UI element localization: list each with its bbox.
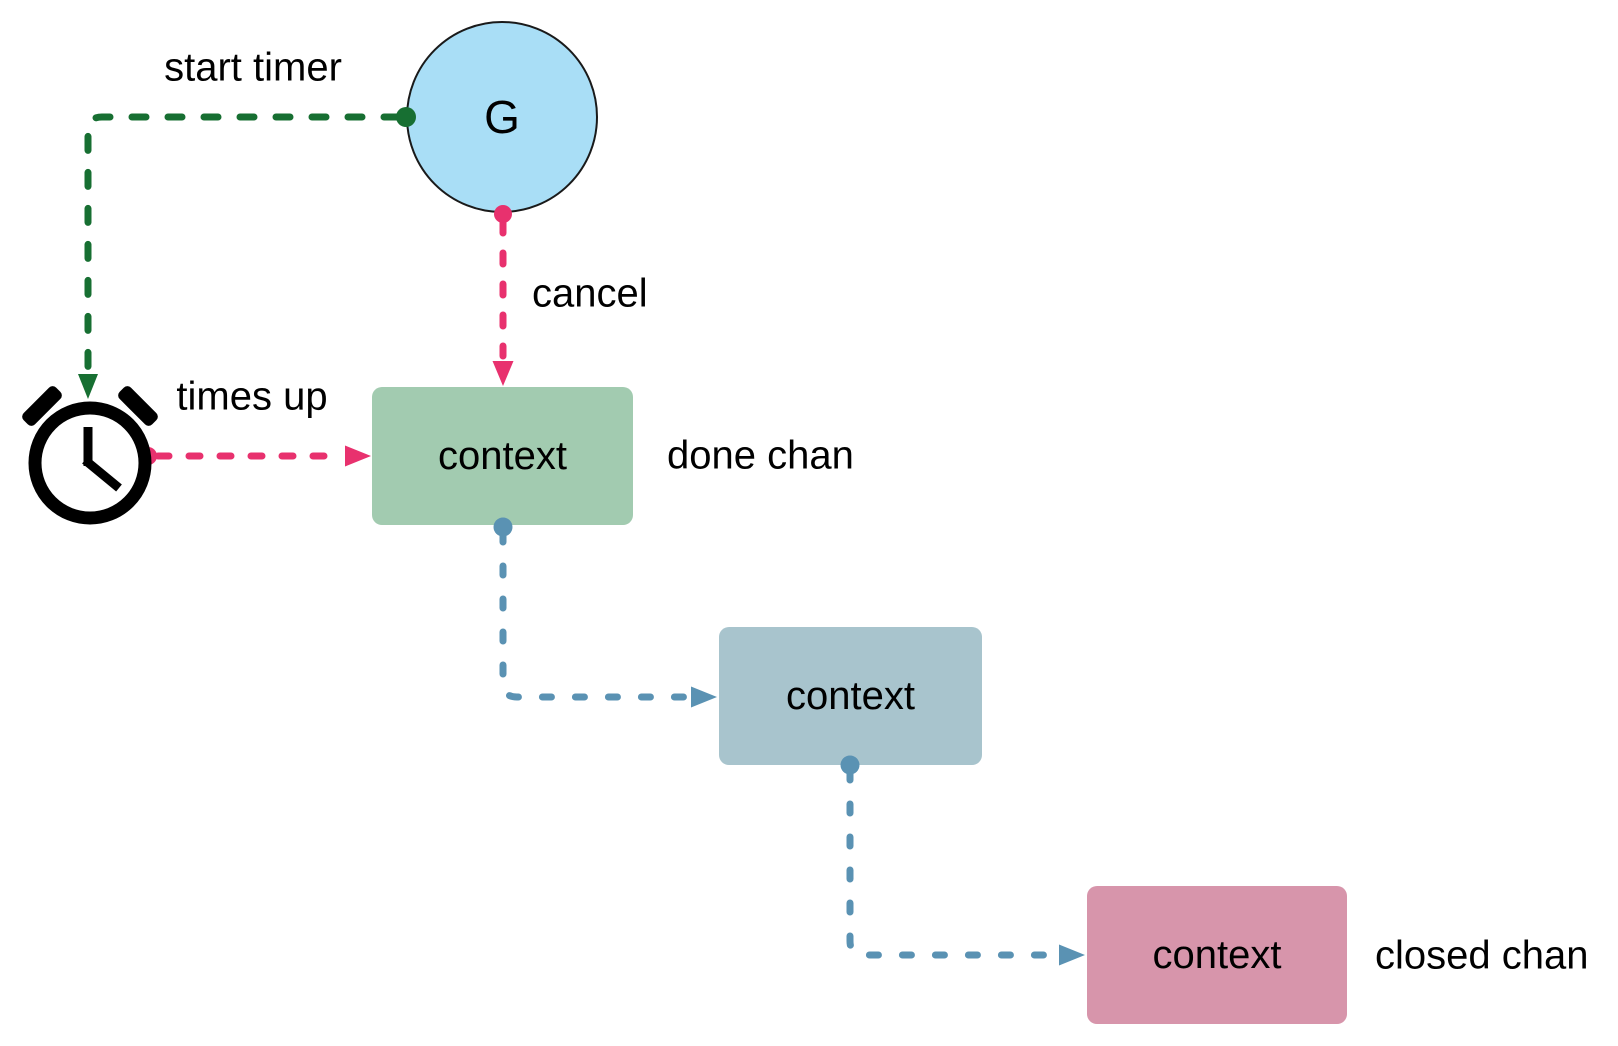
closed-context-label: context [1152, 932, 1282, 977]
done-context-label: context [438, 433, 567, 478]
arrow-down-icon [492, 361, 514, 386]
done-to-middle-edge [493, 517, 717, 708]
middle-context-node: context [719, 627, 982, 765]
closed-chan-label: closed chan [1375, 933, 1589, 978]
arrow-right-icon [691, 686, 717, 708]
middle-to-closed-edge [840, 755, 1085, 966]
middle-context-label: context [786, 673, 915, 718]
done-context-node: context [372, 387, 633, 525]
arrow-right-icon [345, 445, 371, 467]
cancel-edge [492, 205, 514, 386]
arrow-right-icon [1059, 944, 1085, 966]
times-up-label: times up [176, 374, 328, 419]
cancel-label: cancel [532, 271, 648, 316]
goroutine-label: G [484, 91, 520, 143]
arrow-down-icon [78, 374, 98, 399]
done-chan-label: done chan [667, 433, 854, 478]
times-up-edge [139, 445, 371, 467]
alarm-clock-icon [22, 386, 158, 525]
start-timer-edge [78, 107, 416, 399]
goroutine-node: G [406, 21, 598, 213]
closed-context-node: context [1087, 886, 1347, 1024]
edge-origin-dot [139, 447, 157, 465]
start-timer-label: start timer [164, 45, 342, 90]
